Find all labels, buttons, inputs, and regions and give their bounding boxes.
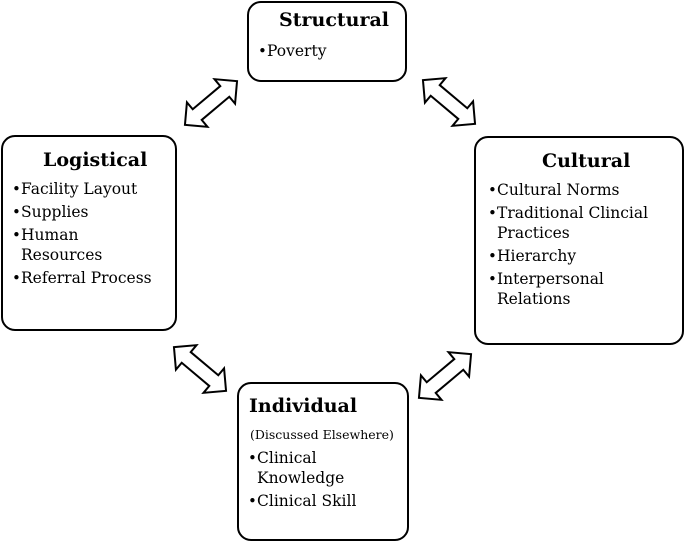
bullet-icon: • [248, 492, 257, 510]
cultural-list: •Cultural Norms •Traditional Clincial Pr… [488, 180, 678, 312]
double-arrow-icon [172, 343, 228, 395]
logistical-title: Logistical [43, 149, 148, 171]
bullet-icon: • [488, 181, 497, 199]
bullet-icon: • [248, 449, 257, 467]
double-arrow-icon [183, 77, 239, 129]
bullet-icon: • [12, 180, 21, 198]
bullet-icon: • [12, 203, 21, 221]
individual-box: Individual (Discussed Elsewhere) •Clinic… [237, 382, 409, 541]
cultural-item: Cultural Norms [497, 181, 620, 199]
logistical-item: Human Resources [21, 226, 103, 264]
individual-item: Clinical Skill [257, 492, 357, 510]
bullet-icon: • [12, 269, 21, 287]
list-item: •Facility Layout [12, 179, 174, 199]
cultural-item: Interpersonal Relations [497, 270, 604, 308]
list-item: •Hierarchy [488, 246, 678, 266]
cultural-item: Traditional Clincial Practices [497, 204, 649, 242]
cultural-box: Cultural •Cultural Norms •Traditional Cl… [474, 136, 684, 345]
bullet-icon: • [258, 42, 267, 60]
logistical-item: Supplies [21, 203, 89, 221]
structural-item: Poverty [267, 42, 327, 60]
list-item: •Cultural Norms [488, 180, 678, 200]
list-item: •Human Resources [12, 225, 174, 265]
list-item: •Clinical Skill [248, 491, 403, 511]
logistical-list: •Facility Layout •Supplies •Human Resour… [12, 179, 174, 291]
double-arrow-icon [417, 350, 473, 402]
list-item: •Poverty [258, 41, 398, 61]
bullet-icon: • [488, 204, 497, 222]
logistical-box: Logistical •Facility Layout •Supplies •H… [1, 135, 177, 331]
cultural-item: Hierarchy [497, 247, 577, 265]
list-item: •Referral Process [12, 268, 174, 288]
list-item: •Supplies [12, 202, 174, 222]
bullet-icon: • [488, 270, 497, 288]
individual-item: Clinical Knowledge [257, 449, 345, 487]
list-item: •Clinical Knowledge [248, 448, 403, 488]
individual-list: •Clinical Knowledge •Clinical Skill [248, 448, 403, 514]
individual-note: (Discussed Elsewhere) [250, 427, 394, 442]
structural-list: •Poverty [258, 41, 398, 64]
logistical-item: Referral Process [21, 269, 152, 287]
bullet-icon: • [488, 247, 497, 265]
list-item: •Interpersonal Relations [488, 269, 678, 309]
bullet-icon: • [12, 226, 21, 244]
structural-box: Structural •Poverty [247, 1, 407, 82]
list-item: •Traditional Clincial Practices [488, 203, 678, 243]
individual-title: Individual [249, 395, 358, 417]
logistical-item: Facility Layout [21, 180, 138, 198]
double-arrow-icon [421, 76, 477, 128]
cultural-title: Cultural [542, 150, 631, 172]
structural-title: Structural [279, 9, 390, 31]
